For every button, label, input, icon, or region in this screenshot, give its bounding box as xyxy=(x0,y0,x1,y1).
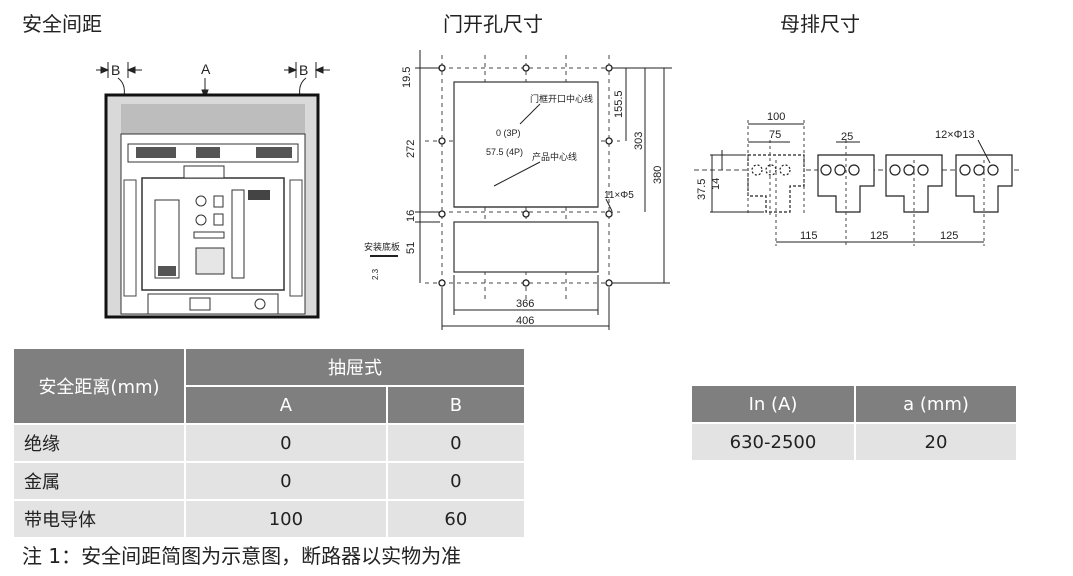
terminal-blocks xyxy=(136,147,292,158)
breaker-clearance-diagram: B B A xyxy=(96,61,330,319)
table-row: 带电导体 100 60 xyxy=(12,499,527,539)
table-row: 绝缘 0 0 xyxy=(12,423,527,463)
dim-100: 100 xyxy=(767,111,785,123)
table-row: 金属 0 0 xyxy=(12,461,527,501)
dim-125a: 125 xyxy=(870,230,888,242)
enclosure-top-band xyxy=(121,104,305,134)
push-button-2-icon xyxy=(213,213,224,226)
label-4p: 57.5 (4P) xyxy=(486,147,523,157)
label-3p: 0 (3P) xyxy=(496,128,521,138)
busbar-shapes xyxy=(747,154,1013,213)
controller-display xyxy=(158,266,176,276)
dim-holes: 12×Φ13 xyxy=(935,129,975,141)
dim-19-5: 19.5 xyxy=(401,67,413,88)
indicator-2-icon xyxy=(213,195,224,208)
drawer-base xyxy=(147,293,279,315)
row-b: 0 xyxy=(385,461,527,501)
header-in: In (A) xyxy=(690,384,856,424)
label-b-right: B xyxy=(299,62,308,78)
table-row: 630-2500 20 xyxy=(690,422,1018,462)
dim-272: 272 xyxy=(405,140,417,158)
door-left-dims xyxy=(415,50,440,283)
row-b: 0 xyxy=(385,423,527,463)
controller-unit xyxy=(154,199,180,279)
row-b: 60 xyxy=(385,499,527,539)
label-holes: 11×Φ5 xyxy=(604,190,634,201)
brand-label xyxy=(248,190,270,200)
header-drawer-type: 抽屉式 xyxy=(184,347,526,387)
panel-top-tab xyxy=(183,165,225,179)
label-b-left: B xyxy=(111,62,120,78)
door-opening-lower xyxy=(453,221,599,273)
row-a: 100 xyxy=(184,499,388,539)
header-a-mm: a (mm) xyxy=(854,384,1018,424)
label-2-3: 2.3 xyxy=(371,268,380,280)
header-safety-distance: 安全距离(mm) xyxy=(12,347,186,425)
dim-51: 51 xyxy=(405,242,417,254)
label-door-center: 门框开口中心线 xyxy=(530,93,593,104)
label-panel: 安装底板 xyxy=(364,241,400,252)
busbar-diagram: 100 75 25 12×Φ13 37.5 14 115 125 125 xyxy=(694,111,1022,246)
busbar-top-dims xyxy=(748,123,860,143)
busbar-left-dims xyxy=(710,150,764,213)
cell-a: 20 xyxy=(854,422,1018,462)
door-bottom-dims xyxy=(441,275,610,330)
safety-distance-title: 安全间距 xyxy=(22,12,102,36)
dim-155-5: 155.5 xyxy=(613,90,625,118)
right-rail xyxy=(289,179,303,297)
row-a: 0 xyxy=(184,461,388,501)
dim-14: 14 xyxy=(710,178,722,190)
row-label: 金属 xyxy=(12,461,186,501)
dim-16: 16 xyxy=(405,210,417,222)
dim-115: 115 xyxy=(800,230,818,242)
cell-in: 630-2500 xyxy=(690,422,856,462)
rack-handle-icon xyxy=(254,298,266,310)
dim-366: 366 xyxy=(516,298,534,310)
handle xyxy=(231,189,245,279)
door-opening-title: 门开孔尺寸 xyxy=(443,12,543,36)
dim-37-5: 37.5 xyxy=(696,179,708,200)
row-a: 0 xyxy=(184,423,388,463)
dim-406: 406 xyxy=(516,315,534,327)
door-right-dims xyxy=(612,67,672,284)
status-window xyxy=(193,231,225,239)
current-table: In (A) a (mm) 630-2500 20 xyxy=(690,384,1018,462)
indicator-1-icon xyxy=(195,195,207,207)
busbar-ext-lines xyxy=(747,120,985,246)
label-product-center: 产品中心线 xyxy=(532,151,577,162)
safety-distance-table: 安全距离(mm) 抽屉式 A B 绝缘 0 0 金属 0 0 带电导体 100 … xyxy=(12,347,527,539)
busbar-dimension-title: 母排尺寸 xyxy=(780,12,860,36)
rack-position xyxy=(189,297,211,311)
dim-380: 380 xyxy=(652,166,664,184)
push-button-icon xyxy=(195,214,207,226)
dim-125b: 125 xyxy=(940,230,958,242)
header-col-b: B xyxy=(385,385,527,425)
nameplate xyxy=(195,247,225,275)
dim-25: 25 xyxy=(841,131,853,143)
left-rail xyxy=(123,179,137,297)
label-a: A xyxy=(201,61,211,77)
busbar-holes xyxy=(751,164,999,176)
door-opening-diagram: 19.5 272 16 51 155.5 303 380 366 406 门框开… xyxy=(364,50,672,330)
row-label: 绝缘 xyxy=(12,423,186,463)
dim-303: 303 xyxy=(633,132,645,150)
footnote: 注 1：安全间距简图为示意图，断路器以实物为准 xyxy=(22,544,462,568)
row-label: 带电导体 xyxy=(12,499,186,539)
header-col-a: A xyxy=(184,385,388,425)
dim-75: 75 xyxy=(769,129,781,141)
